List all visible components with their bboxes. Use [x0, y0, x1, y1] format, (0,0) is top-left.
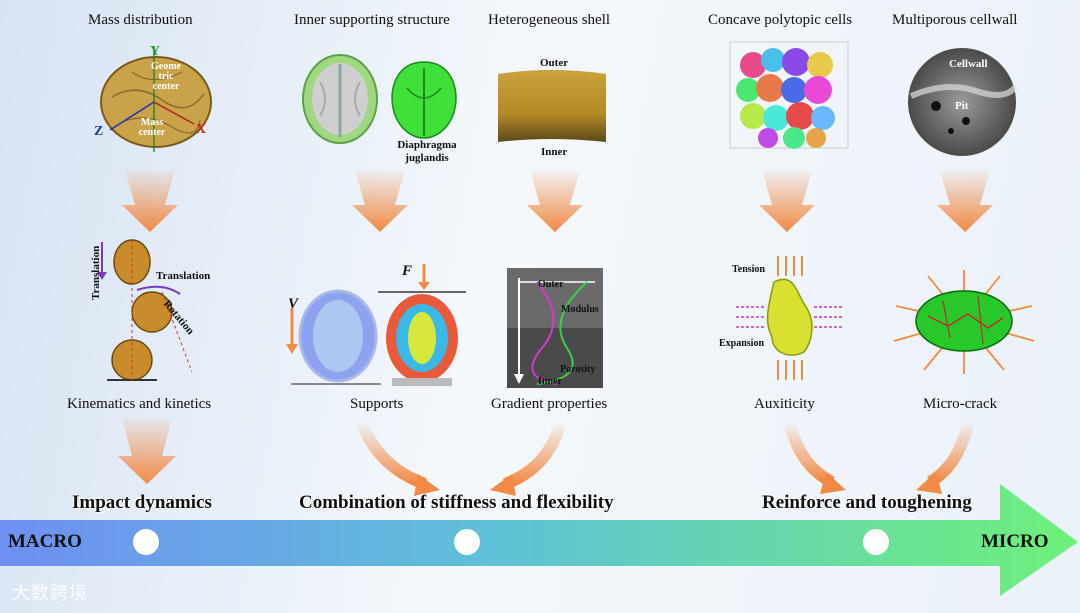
translation-horizontal-label: Translation	[156, 270, 211, 282]
cellwall-sem-image	[906, 46, 1018, 158]
shell-outer-label: Outer	[540, 57, 569, 69]
porosity-label: Porosity	[560, 364, 596, 375]
auxiticity-image	[734, 252, 844, 384]
converging-arrows	[118, 418, 974, 496]
axis-y-label: Y	[150, 44, 161, 59]
label-concave-polytopic-cells: Concave polytopic cells	[708, 12, 853, 28]
macro-micro-scale-arrow	[0, 484, 1078, 596]
force-symbol: F	[402, 263, 413, 279]
label-micro-crack: Micro-crack	[923, 396, 998, 412]
label-kinematics: Kinematics and kinetics	[67, 396, 212, 412]
modulus-label: Modulus	[561, 304, 599, 315]
scale-node-meso	[454, 529, 480, 555]
expansion-label: Expansion	[719, 338, 765, 349]
mass-center-label: Mass center	[138, 117, 166, 138]
inner-structure-image	[300, 52, 380, 147]
walnut-mass-distribution-image	[92, 42, 222, 157]
label-inner-supporting-structure: Inner supporting structure	[294, 12, 450, 28]
gradient-outer-label: Outer	[538, 279, 564, 290]
cellwall-label: Cellwall	[949, 58, 988, 70]
kinematics-image	[92, 232, 222, 387]
micro-label: MICRO	[981, 531, 1049, 552]
label-multiporous-cellwall: Multiporous cellwall	[892, 12, 1018, 28]
down-arrows-top	[122, 170, 993, 232]
tension-label: Tension	[732, 264, 765, 275]
watermark: 大数跨境	[12, 583, 88, 604]
label-heterogeneous-shell: Heterogeneous shell	[488, 12, 611, 28]
gradient-inner-label: Inner	[538, 376, 562, 387]
geometric-center-label: Geome tric center	[151, 61, 181, 92]
supports-force-image	[378, 262, 468, 390]
axis-x-label: X	[196, 122, 207, 137]
diaphragma-label: Diaphragma juglandis	[397, 139, 457, 164]
outcome-reinforce: Reinforce and toughening	[762, 492, 972, 513]
outcome-impact-dynamics: Impact dynamics	[72, 492, 212, 513]
micro-crack-image	[888, 266, 1040, 376]
label-mass-distribution: Mass distribution	[88, 12, 193, 28]
pit-label: Pit	[955, 100, 969, 112]
macro-label: MACRO	[8, 531, 82, 552]
polytopic-cells-image	[728, 40, 850, 152]
supports-velocity-image	[286, 288, 381, 388]
translation-vertical-label: Translation	[90, 245, 102, 300]
outcome-combination: Combination of stiffness and flexibility	[299, 492, 614, 513]
label-auxiticity: Auxiticity	[754, 396, 815, 412]
label-supports: Supports	[350, 396, 404, 412]
shell-inner-label: Inner	[541, 146, 568, 158]
velocity-symbol: V	[288, 296, 299, 312]
gradient-properties-image	[507, 268, 603, 388]
shell-cross-section-image	[498, 66, 606, 146]
axis-z-label: Z	[94, 124, 104, 139]
scale-node-micro	[863, 529, 889, 555]
label-gradient-properties: Gradient properties	[491, 396, 608, 412]
diaphragma-image	[387, 58, 461, 140]
scale-node-macro	[133, 529, 159, 555]
